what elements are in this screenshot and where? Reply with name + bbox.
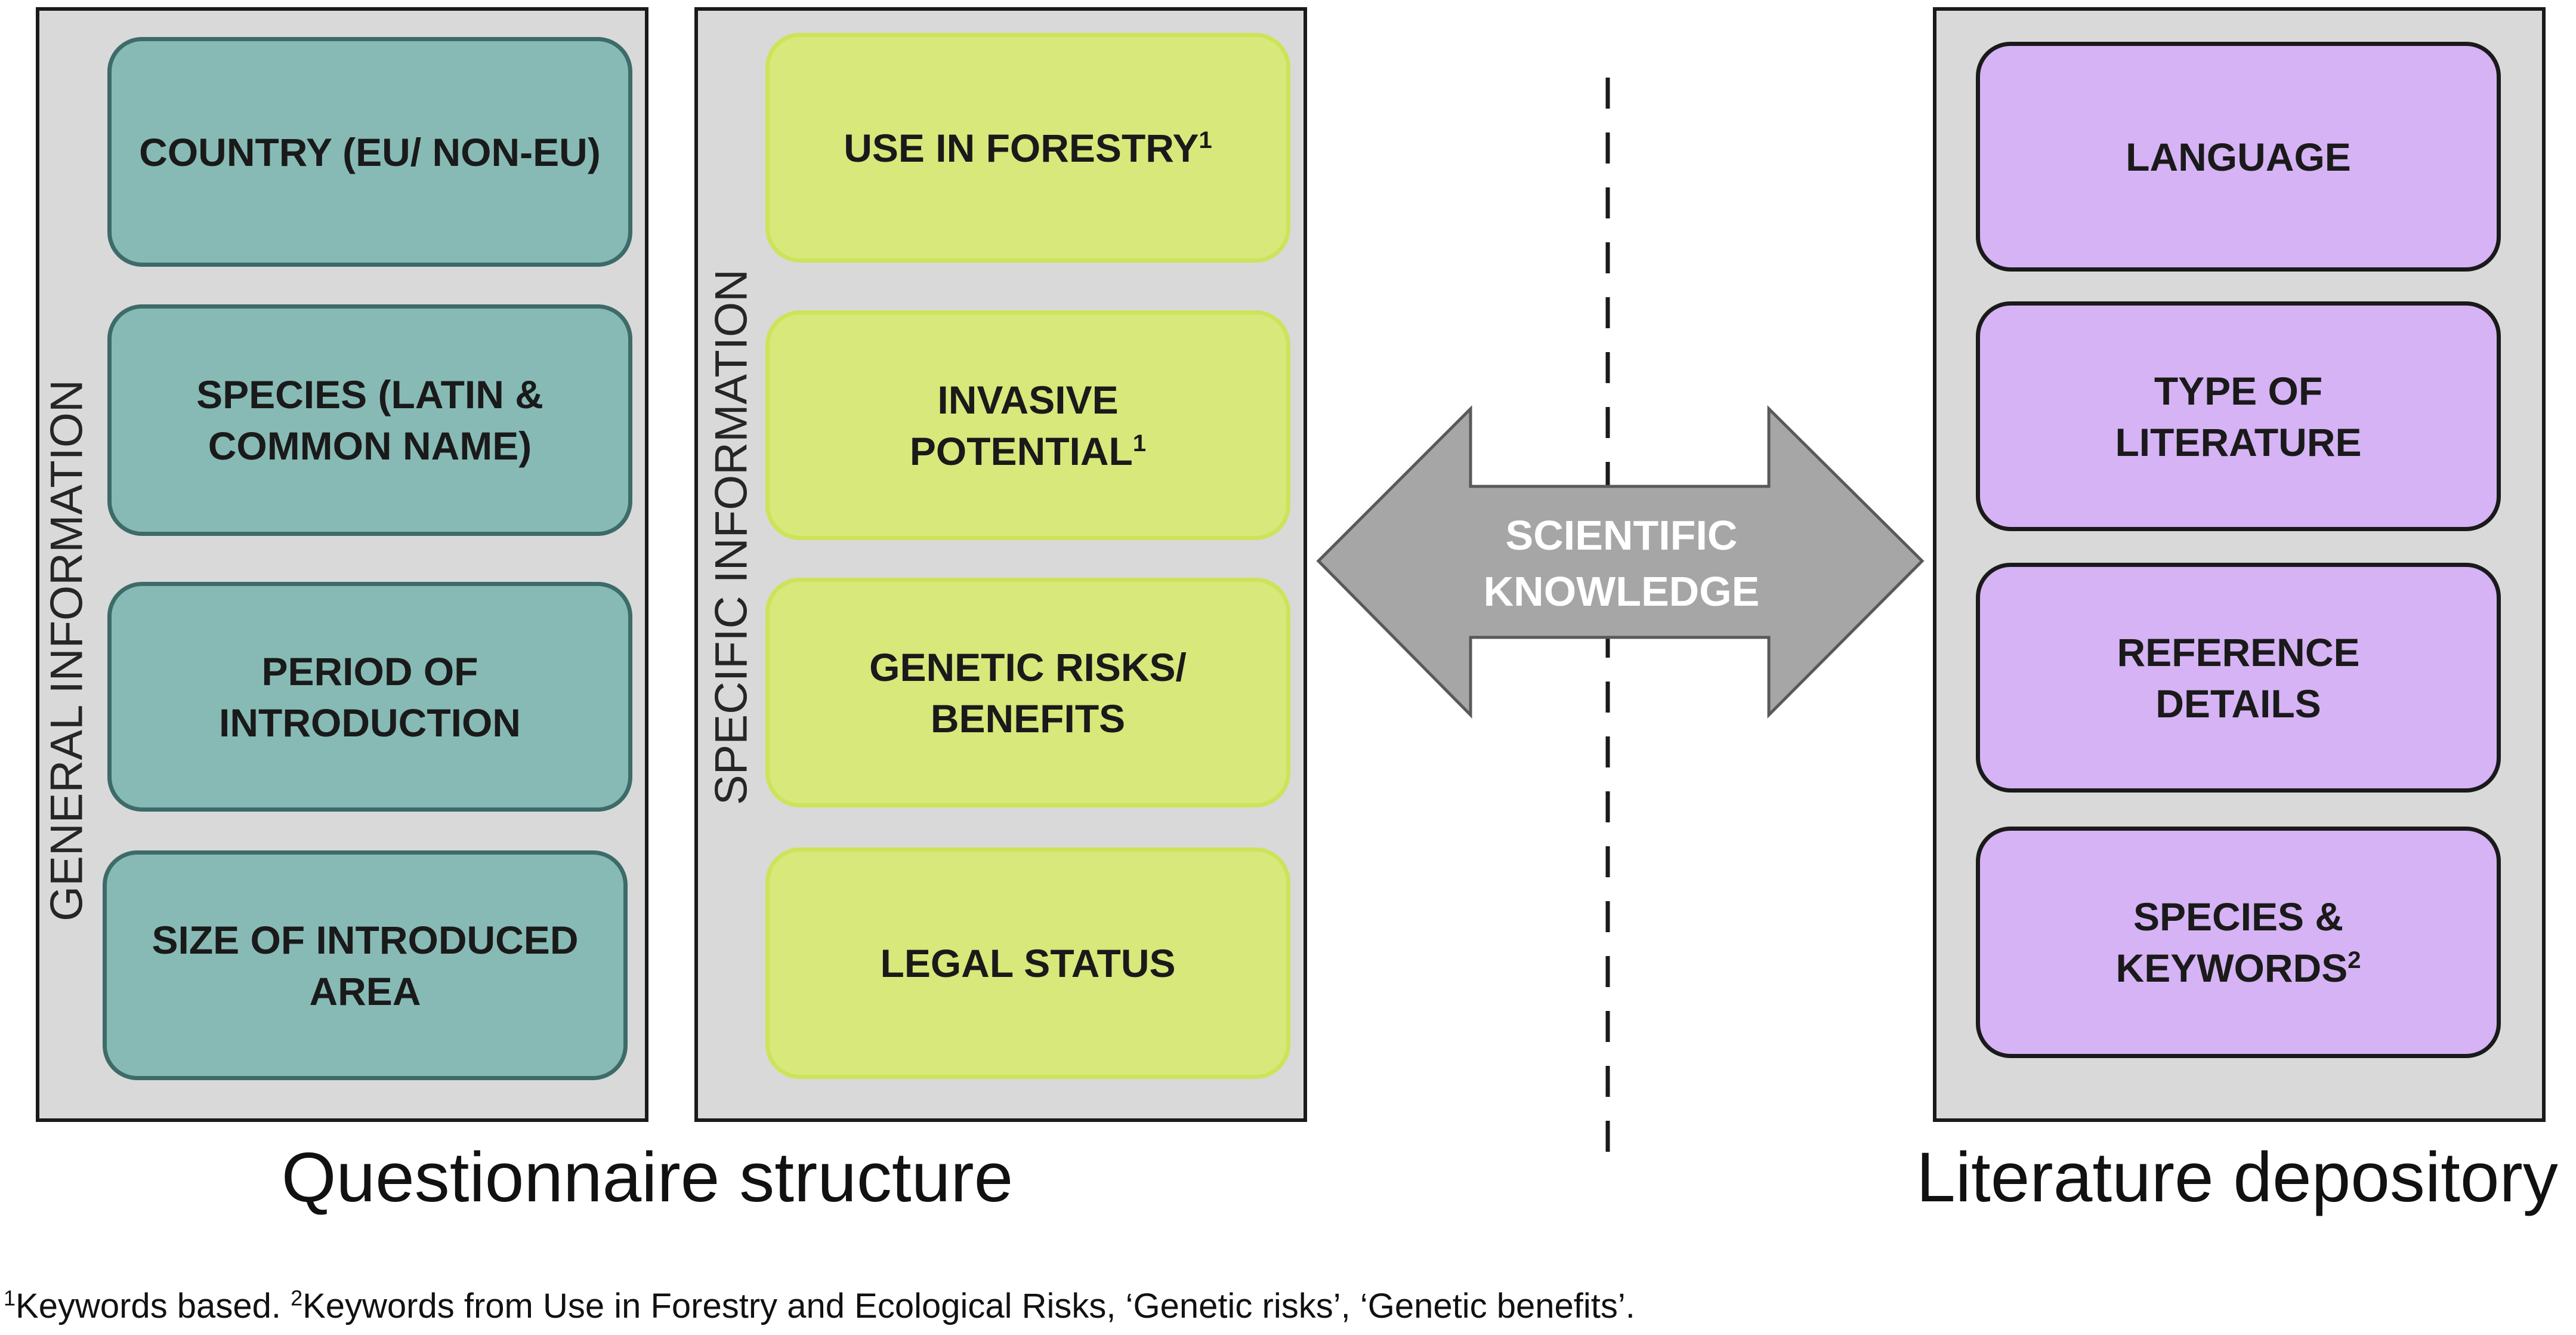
- species-keywords-box: SPECIES & KEYWORDS2: [1976, 827, 2501, 1058]
- species-keywords-text: SPECIES & KEYWORDS2: [2115, 895, 2361, 990]
- specific-information-label: SPECIFIC INFORMATION: [706, 269, 757, 805]
- country-text: COUNTRY (EU/ NON-EU): [139, 130, 601, 174]
- size-of-introduced-area-box: SIZE OF INTRODUCED AREA: [103, 850, 628, 1080]
- genetic-risks-box: GENETIC RISKS/ BENEFITS: [765, 578, 1290, 807]
- use-in-forestry-text: USE IN FORESTRY1: [844, 125, 1212, 170]
- size-text: SIZE OF INTRODUCED AREA: [152, 917, 579, 1013]
- questionnaire-structure-caption: Questionnaire structure: [281, 1138, 1014, 1217]
- language-text: LANGUAGE: [2126, 134, 2351, 179]
- double-headed-arrow: [1316, 405, 1925, 719]
- language-box: LANGUAGE: [1976, 42, 2501, 272]
- reference-details-text: REFERENCE DETAILS: [2117, 630, 2360, 726]
- type-of-literature-box: TYPE OF LITERATURE: [1976, 301, 2501, 531]
- species-text: SPECIES (LATIN & COMMON NAME): [196, 372, 543, 468]
- type-of-literature-text: TYPE OF LITERATURE: [2115, 368, 2362, 464]
- reference-details-box: REFERENCE DETAILS: [1976, 563, 2501, 793]
- period-text: PERIOD OF INTRODUCTION: [219, 649, 521, 745]
- footnote-marker-1: 1: [4, 1285, 16, 1311]
- footnote: 1Keywords based. 2Keywords from Use in F…: [4, 1286, 1635, 1326]
- legal-status-text: LEGAL STATUS: [880, 941, 1176, 985]
- literature-depository-caption: Literature depository: [1916, 1138, 2558, 1217]
- period-of-introduction-box: PERIOD OF INTRODUCTION: [107, 582, 632, 812]
- general-information-label: GENERAL INFORMATION: [41, 380, 92, 921]
- legal-status-box: LEGAL STATUS: [765, 847, 1290, 1079]
- species-box: SPECIES (LATIN & COMMON NAME): [107, 304, 632, 536]
- invasive-potential-box: INVASIVE POTENTIAL1: [765, 310, 1290, 540]
- invasive-potential-text: INVASIVE POTENTIAL1: [909, 377, 1147, 473]
- use-in-forestry-box: USE IN FORESTRY1: [765, 33, 1290, 263]
- scientific-knowledge-label: SCIENTIFIC KNOWLEDGE: [1483, 512, 1760, 615]
- footnote-marker-2: 2: [291, 1285, 303, 1311]
- country-box: COUNTRY (EU/ NON-EU): [107, 37, 632, 267]
- genetic-risks-text: GENETIC RISKS/ BENEFITS: [869, 645, 1187, 741]
- footnote-text-1: Keywords based.: [16, 1287, 291, 1325]
- footnote-text-2: Keywords from Use in Forestry and Ecolog…: [302, 1287, 1635, 1325]
